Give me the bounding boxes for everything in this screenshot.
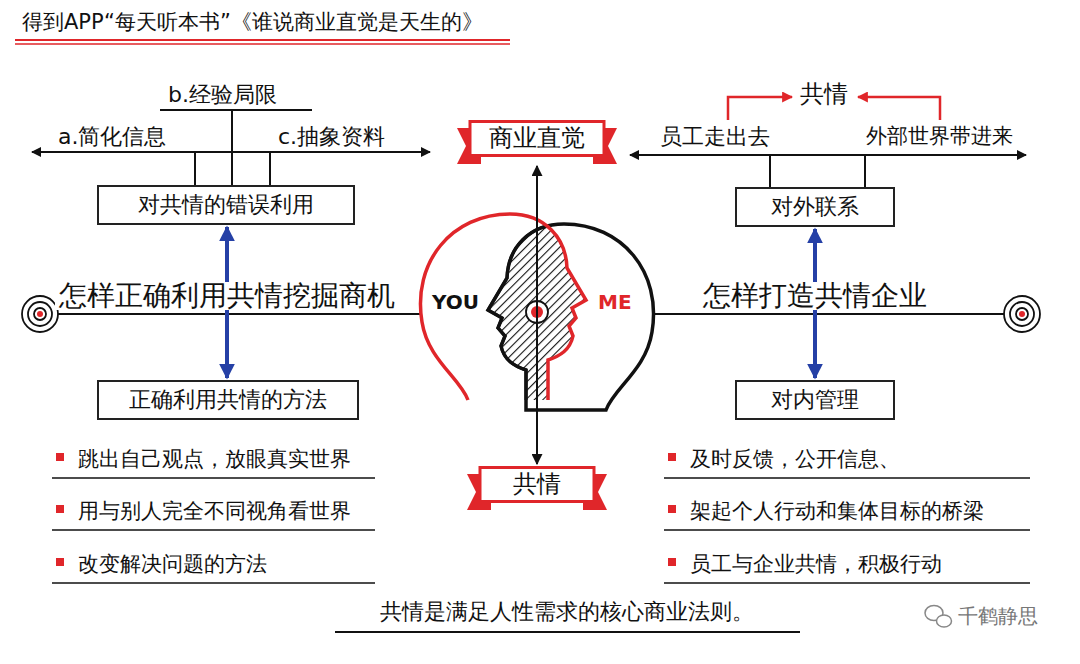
wechat-icon bbox=[925, 606, 952, 628]
bracket-arrow bbox=[728, 97, 792, 120]
edge-label: 怎样打造共情企业 bbox=[699, 282, 931, 310]
ribbon-body bbox=[470, 122, 604, 156]
bullet-underline bbox=[664, 529, 1030, 531]
branch-label: a.简化信息 bbox=[58, 124, 166, 150]
bracket-arrow bbox=[858, 97, 940, 120]
axis-line bbox=[654, 313, 1004, 315]
branch-line bbox=[231, 110, 233, 185]
bullet-underline bbox=[52, 477, 375, 479]
title: 得到APP“每天听本书”《谁说商业直觉是天生的》 bbox=[22, 10, 483, 35]
branch-label: 共情 bbox=[800, 80, 848, 109]
edge-label: 怎样正确利用共情挖掘商机 bbox=[55, 282, 399, 310]
bullet-underline bbox=[52, 529, 375, 531]
node-text: 对内管理 bbox=[771, 387, 859, 413]
bullet-item: 及时反馈，公开信息、 bbox=[690, 447, 900, 472]
bullet-underline bbox=[664, 477, 1030, 479]
target-symbol bbox=[1004, 296, 1040, 332]
branch-line bbox=[769, 155, 771, 187]
head-label: YOU bbox=[432, 290, 479, 314]
head-label: ME bbox=[598, 290, 632, 314]
node-text: 共情 bbox=[513, 470, 561, 499]
ribbon-body bbox=[480, 468, 594, 502]
bullet-item: 改变解决问题的方法 bbox=[78, 552, 267, 577]
branch-line bbox=[864, 155, 866, 187]
branch-label: 外部世界带进来 bbox=[866, 124, 1013, 149]
topic-box: 对外联系 bbox=[735, 187, 895, 227]
title-underline bbox=[15, 43, 510, 45]
bullet bbox=[56, 558, 64, 566]
axis-line bbox=[58, 313, 420, 315]
head-black bbox=[488, 224, 654, 410]
node-text: 正确利用共情的方法 bbox=[129, 387, 327, 413]
branch-line bbox=[160, 109, 312, 111]
branch-line bbox=[194, 152, 196, 185]
node-text: 商业直觉 bbox=[489, 124, 585, 153]
branch-label: b.经验局限 bbox=[168, 82, 277, 108]
caption-underline bbox=[335, 631, 800, 633]
bullet bbox=[668, 558, 676, 566]
bullet-item: 用与别人完全不同视角看世界 bbox=[78, 499, 351, 524]
bullet-underline bbox=[52, 582, 375, 584]
bullet-item: 架起个人行动和集体目标的桥梁 bbox=[690, 499, 984, 524]
bullet bbox=[56, 453, 64, 461]
title-underline bbox=[15, 39, 510, 41]
node-text: 对外联系 bbox=[771, 194, 859, 220]
connector-arrow bbox=[536, 166, 538, 464]
head-overlap bbox=[488, 224, 654, 410]
bullet-item: 跳出自己观点，放眼真实世界 bbox=[78, 447, 351, 472]
branch-label: c.抽象资料 bbox=[278, 124, 385, 150]
branch-arrow bbox=[630, 154, 1026, 156]
bullet-item: 员工与企业共情，积极行动 bbox=[690, 552, 942, 577]
caption: 共情是满足人性需求的核心商业法则。 bbox=[380, 599, 754, 625]
bullet-underline bbox=[664, 582, 1030, 584]
head-red-outline bbox=[420, 214, 586, 400]
bullet bbox=[668, 505, 676, 513]
bullet bbox=[56, 505, 64, 513]
topic-box: 对共情的错误利用 bbox=[97, 185, 355, 225]
topic-box: 对内管理 bbox=[735, 380, 895, 420]
ribbon-banner: 共情 bbox=[467, 466, 607, 510]
ribbon-banner: 商业直觉 bbox=[457, 120, 617, 164]
branch-label: 员工走出去 bbox=[660, 124, 770, 150]
bullet bbox=[668, 453, 676, 461]
node-text: 对共情的错误利用 bbox=[138, 192, 314, 218]
target-symbol bbox=[22, 296, 58, 332]
topic-box: 正确利用共情的方法 bbox=[97, 380, 359, 420]
watermark: 千鹤静思 bbox=[958, 604, 1038, 628]
branch-line bbox=[269, 152, 271, 185]
branch-arrow bbox=[32, 151, 430, 153]
